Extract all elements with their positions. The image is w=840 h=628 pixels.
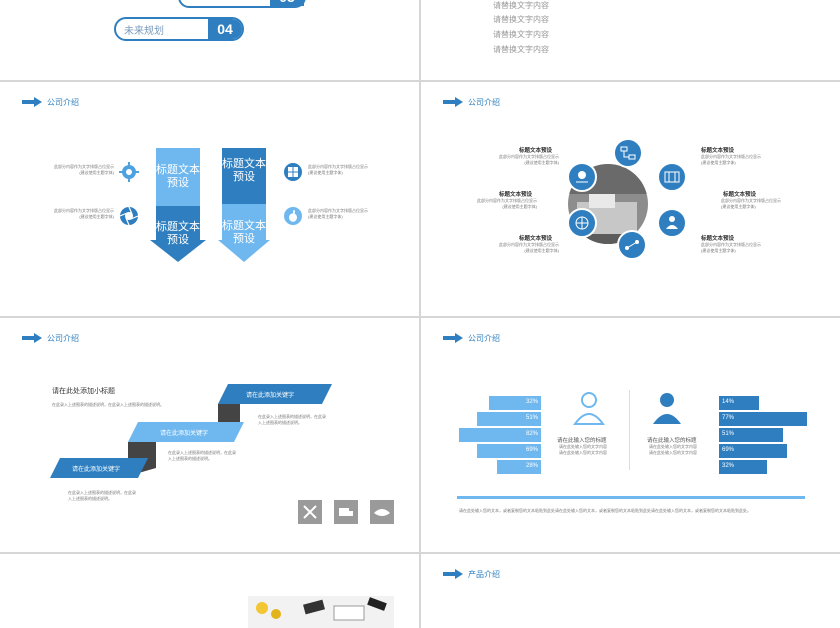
slide-agenda: 03 未来规划 04 (0, 0, 419, 80)
center-divider (629, 390, 630, 470)
slide-company-stairs: 公司介绍 请在此处添加小标题 在此录入上述图表的描述说明，在此录入上述图表的描述… (0, 318, 419, 552)
text-line-4: 请替换文字内容 (493, 45, 549, 54)
header-arrow-icon (443, 569, 463, 579)
header-arrow-icon (22, 333, 42, 343)
slide-header: 产品介绍 (443, 568, 500, 580)
slide-header: 公司介绍 (22, 96, 79, 108)
male-label: 请在此输入您的标题 (557, 438, 607, 444)
gear-icon (119, 162, 139, 182)
stairs-graphic (50, 384, 332, 478)
tools-icon (298, 500, 322, 524)
header-arrow-icon (443, 97, 463, 107)
handshake-icon (370, 500, 394, 524)
team-icon (657, 208, 687, 238)
aperture-icon (119, 206, 139, 226)
left-bar-5: 28% (497, 460, 541, 474)
slide-header: 公司介绍 (443, 96, 500, 108)
right-bar-2: 77% (719, 412, 807, 426)
slide-header: 公司介绍 (22, 332, 79, 344)
text-line-2: 请替换文字内容 (493, 15, 549, 24)
male-icon (573, 392, 605, 425)
agenda-pill-future-label: 未来规划 (124, 25, 164, 37)
female-label: 请在此输入您的标题 (647, 438, 697, 444)
female-icon (653, 393, 681, 424)
monitor-icon (613, 138, 643, 168)
globe-icon (567, 208, 597, 238)
slide-title: 公司介绍 (47, 97, 79, 107)
slide-header: 公司介绍 (443, 332, 500, 344)
arrow-up-graphic (218, 148, 270, 262)
right-bar-1: 14% (719, 396, 759, 410)
share-icon (617, 230, 647, 260)
left-bar-1: 32% (489, 396, 541, 410)
windows-icon (284, 163, 302, 181)
agenda-pill-top-number: 03 (270, 0, 304, 6)
footer-text: 请在此处输入您的文本，或者复制您的文本粘贴到此处请在此处输入您的文本，或者复制您… (459, 508, 751, 513)
agenda-pill-top[interactable]: 03 (178, 0, 306, 8)
body-text-1: 在此录入上述图表的描述说明，在此录入上述图表的描述说明。 (52, 402, 164, 407)
arrow2-bottom-text: 标题文本预设 (222, 220, 266, 245)
right-bar-4: 69% (719, 444, 787, 458)
desc-left-1: 此部分内容作为文字排版占位显示(建议使用主题字体) (54, 164, 114, 175)
arrow2-top-text: 标题文本预设 (222, 158, 266, 183)
desc-right-2: 此部分内容作为文字排版占位显示(建议使用主题字体) (308, 208, 368, 219)
slide-photo (0, 554, 419, 628)
agenda-pill-future[interactable]: 未来规划 04 (114, 17, 244, 41)
slide-title: 公司介绍 (468, 333, 500, 343)
body-text-3: 在此录入上述图表的描述说明，在此录入上述图表的描述说明。 (168, 450, 236, 461)
left-bar-4: 69% (477, 444, 541, 458)
header-arrow-icon (443, 333, 463, 343)
slide-title: 产品介绍 (468, 569, 500, 579)
arrow1-top-text: 标题文本预设 (156, 164, 200, 189)
slide-title: 公司介绍 (468, 97, 500, 107)
slide-company-circle: 公司介绍 标题文本预设 此部分内容作为文字排版占位显示(建议使用主题字体) 标题… (421, 82, 840, 316)
keyword-3: 请在此添加关键字 (72, 467, 121, 473)
left-bar-3: 82% (459, 428, 541, 442)
agenda-pill-future-number: 04 (208, 19, 242, 39)
arrow-down-graphic (150, 148, 206, 262)
slide-text-lines: 请替换文字内容 请替换文字内容 请替换文字内容 请替换文字内容 (421, 0, 840, 80)
body-text-2: 在此录入上述图表的描述说明，在此录入上述图表的描述说明。 (258, 414, 326, 425)
desc-right-1: 此部分内容作为文字排版占位显示(建议使用主题字体) (308, 164, 368, 175)
keyword-1: 请在此添加关键字 (246, 393, 295, 399)
desc-left-2: 此部分内容作为文字排版占位显示(建议使用主题字体) (54, 208, 114, 219)
body-text-4: 在此录入上述图表的描述说明，在此录入上述图表的描述说明。 (68, 490, 136, 501)
slide-title: 公司介绍 (47, 333, 79, 343)
truck-icon (334, 500, 358, 524)
text-line-3: 请替换文字内容 (493, 30, 549, 39)
header-arrow-icon (22, 97, 42, 107)
slide-company-arrows: 公司介绍 标题文本预设 标题文本预设 标题文本预设 标题文本预设 此部分内容作为… (0, 82, 419, 316)
slide-company-bars: 公司介绍 32% 51% 82% 69% 28% 14% 77% 51% 69%… (421, 318, 840, 552)
female-desc: 请在此处输入您的文字内容请在此处输入您的文字内容 (649, 444, 697, 455)
product-photo (248, 596, 394, 628)
film-icon (657, 162, 687, 192)
text-line-1: 请替换文字内容 (493, 1, 549, 10)
user-globe-icon (567, 162, 597, 192)
left-bar-2: 51% (477, 412, 541, 426)
arrow1-bottom-text: 标题文本预设 (156, 221, 200, 246)
apple-icon (284, 207, 302, 225)
right-bar-3: 51% (719, 428, 783, 442)
slide-subtitle: 请在此处添加小标题 (52, 388, 115, 395)
slide-product: 产品介绍 (421, 554, 840, 628)
male-desc: 请在此处输入您的文字内容请在此处输入您的文字内容 (559, 444, 607, 455)
keyword-2: 请在此添加关键字 (160, 431, 209, 437)
footer-line (457, 496, 805, 499)
right-bar-5: 32% (719, 460, 767, 474)
